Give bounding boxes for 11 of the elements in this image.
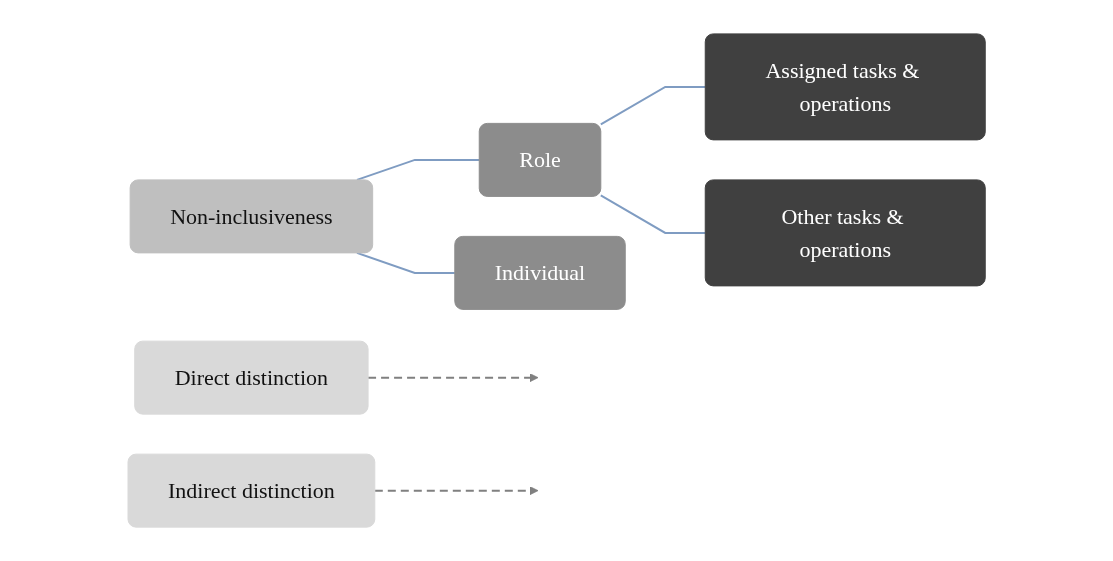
node-box: Assigned tasks & operations: [704, 33, 986, 141]
node-box: Individual: [454, 235, 626, 310]
node-box: Other tasks & operations: [704, 179, 986, 287]
node-box: Role: [478, 122, 602, 197]
connector: [599, 194, 707, 234]
arrow: [373, 486, 539, 496]
arrow: [366, 373, 539, 383]
node-box: Non-inclusiveness: [129, 179, 374, 254]
connector: [599, 85, 707, 126]
node-box: Direct distinction: [134, 340, 369, 415]
node-box: Indirect distinction: [127, 453, 376, 528]
